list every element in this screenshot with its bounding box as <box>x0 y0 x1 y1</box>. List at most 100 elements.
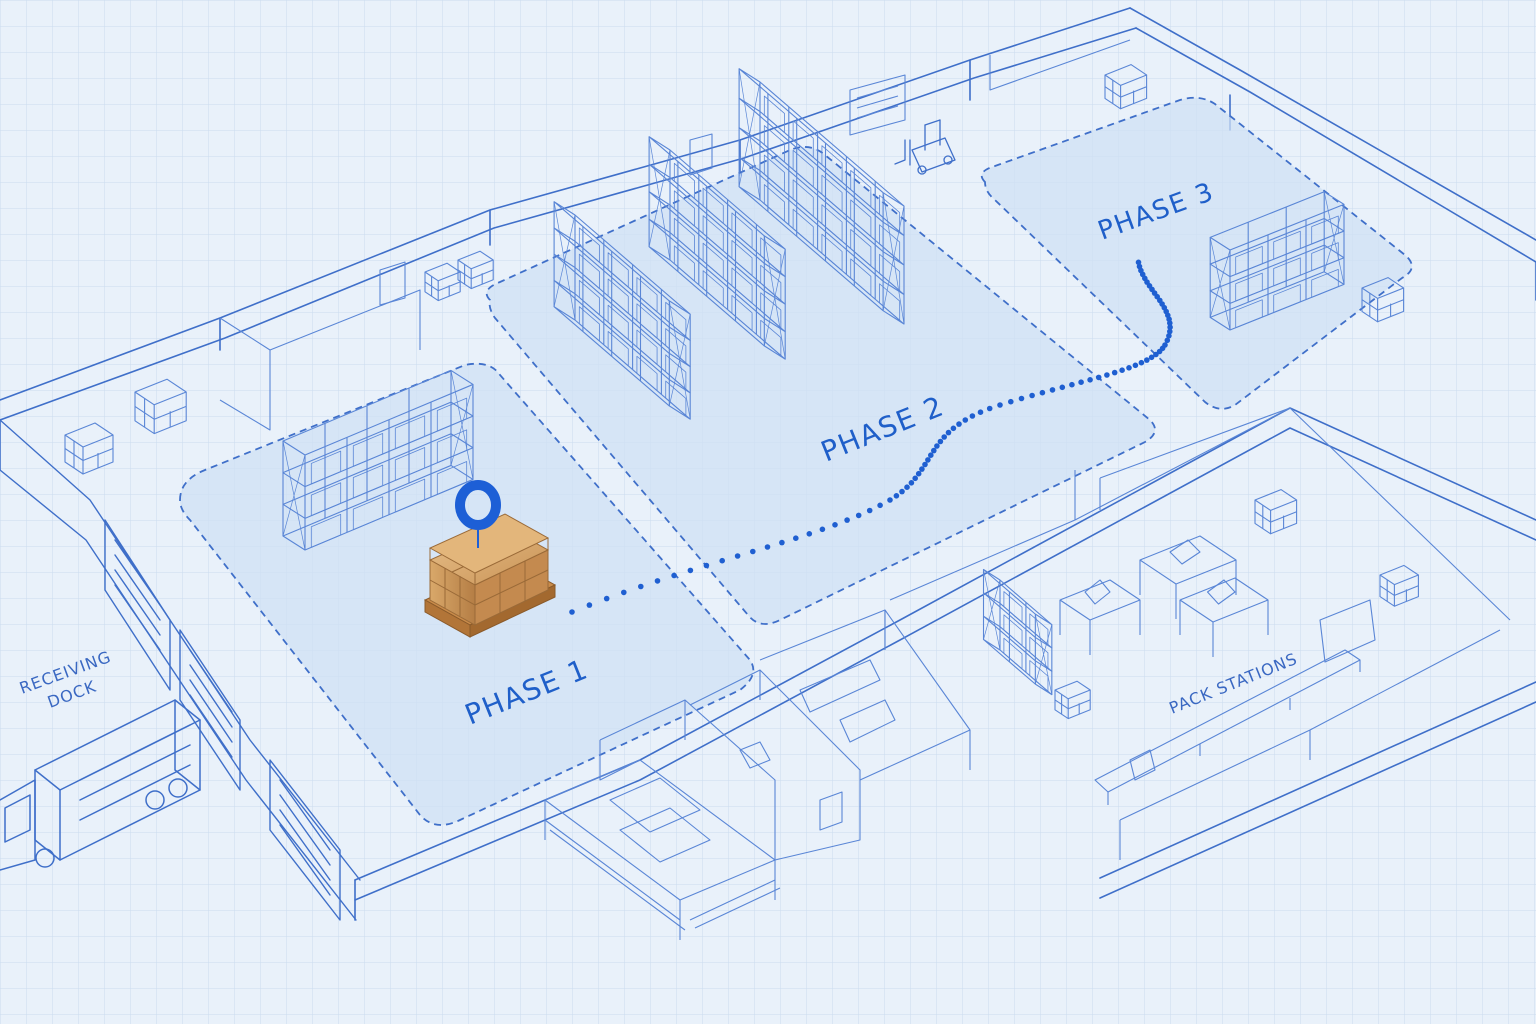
route-dot-13 <box>779 539 785 546</box>
route-dot-29 <box>919 466 925 472</box>
rack-phase1 <box>282 369 474 551</box>
pallet-group <box>64 64 1419 720</box>
route-dot-15 <box>806 531 813 537</box>
route-dot-38 <box>950 425 957 432</box>
route-dot-3 <box>621 589 627 596</box>
route-dot-86 <box>1136 263 1143 270</box>
route-dot-6 <box>671 572 677 579</box>
route-dot-54 <box>1095 374 1102 381</box>
route-dot-30 <box>922 461 928 468</box>
route-dot-59 <box>1132 362 1139 369</box>
rack-phase2-row2 <box>648 136 786 360</box>
route-dot-36 <box>941 434 947 440</box>
route-dot-12 <box>764 544 771 550</box>
route-dot-60 <box>1138 359 1145 366</box>
route-dot-53 <box>1087 377 1093 383</box>
rack-group <box>282 68 1345 696</box>
rack-phase2-row3 <box>738 68 905 325</box>
route-dot-70 <box>1167 324 1173 331</box>
highlighted-pallet <box>423 513 557 638</box>
route-dot-57 <box>1119 367 1125 374</box>
route-dot-10 <box>734 553 741 559</box>
location-ring-marker-icon <box>455 480 501 548</box>
rack-phase3 <box>1209 191 1345 331</box>
route-dot-19 <box>855 512 862 519</box>
pallet-1 <box>64 422 114 475</box>
pack-table-1 <box>1059 579 1141 655</box>
route-dot-21 <box>877 502 883 509</box>
pack-table-3 <box>1179 577 1269 657</box>
route-dot-37 <box>945 429 952 436</box>
route-dot-40 <box>962 417 969 423</box>
bottom-rooms <box>544 407 1511 940</box>
route-dot-66 <box>1162 342 1168 348</box>
conveyor <box>1094 599 1376 805</box>
route-dot-31 <box>925 457 931 463</box>
route-dot-63 <box>1153 351 1159 358</box>
rack-phase2-row1 <box>553 201 691 420</box>
route-dot-46 <box>1018 395 1025 402</box>
route-dot-16 <box>819 526 826 533</box>
route-dot-51 <box>1069 381 1075 388</box>
route-dot-41 <box>969 413 976 419</box>
pallet-7 <box>1379 564 1419 607</box>
pallet-2 <box>134 378 187 435</box>
route-dot-47 <box>1029 392 1035 399</box>
pallet-9 <box>1054 680 1091 720</box>
route-dot-35 <box>937 438 944 445</box>
route-dot-23 <box>893 493 900 499</box>
route-dot-22 <box>887 497 893 503</box>
route-dot-34 <box>934 443 940 449</box>
delivery-truck-icon <box>0 699 201 871</box>
back-rooms <box>219 39 1131 431</box>
route-dot-50 <box>1059 384 1066 391</box>
route-dot-55 <box>1104 372 1110 378</box>
route-dot-26 <box>908 480 915 486</box>
route-dot-52 <box>1078 379 1084 386</box>
pack-table-2 <box>1139 535 1237 619</box>
route-dot-48 <box>1039 389 1046 396</box>
route-dot-61 <box>1144 357 1150 363</box>
route-dot-87 <box>1135 259 1142 266</box>
route-dot-43 <box>986 405 993 412</box>
dock-wall <box>0 419 361 921</box>
route-dot-5 <box>654 578 661 584</box>
route-dot-44 <box>997 402 1003 408</box>
route-dot-49 <box>1049 387 1056 393</box>
route-dot-25 <box>904 484 910 491</box>
rack-pack-a <box>982 568 1053 696</box>
forklift-icon <box>894 119 956 175</box>
pallet-5 <box>1104 64 1148 110</box>
pack-stations <box>1059 535 1269 657</box>
route-dot-42 <box>977 409 984 416</box>
route-dot-69 <box>1167 328 1173 335</box>
route-dot-4 <box>638 583 644 590</box>
route-dot-67 <box>1164 337 1171 344</box>
pallet-8 <box>1254 489 1298 535</box>
route-dot-8 <box>703 562 710 569</box>
route-dot-7 <box>687 567 694 574</box>
route-path <box>569 259 1173 615</box>
route-dot-27 <box>912 475 918 482</box>
pallet-6 <box>1361 277 1405 323</box>
route-dot-68 <box>1166 333 1172 339</box>
pallet-3 <box>424 262 461 302</box>
route-dot-24 <box>899 488 905 495</box>
zone-phase-2 <box>485 146 1156 625</box>
pallet-4 <box>457 250 494 290</box>
zone-phase-3 <box>980 96 1413 410</box>
route-dot-33 <box>931 447 937 454</box>
route-dot-1 <box>586 602 593 608</box>
route-dot-45 <box>1008 398 1014 405</box>
route-dot-11 <box>750 548 756 555</box>
route-dot-0 <box>569 609 575 615</box>
route-dot-2 <box>603 595 610 602</box>
route-dot-62 <box>1148 354 1155 361</box>
route-dot-39 <box>956 421 962 427</box>
route-dot-56 <box>1111 369 1118 376</box>
route-dot-58 <box>1126 365 1132 371</box>
route-dot-9 <box>719 557 725 564</box>
route-dot-32 <box>928 452 934 459</box>
route-dot-14 <box>793 535 799 541</box>
